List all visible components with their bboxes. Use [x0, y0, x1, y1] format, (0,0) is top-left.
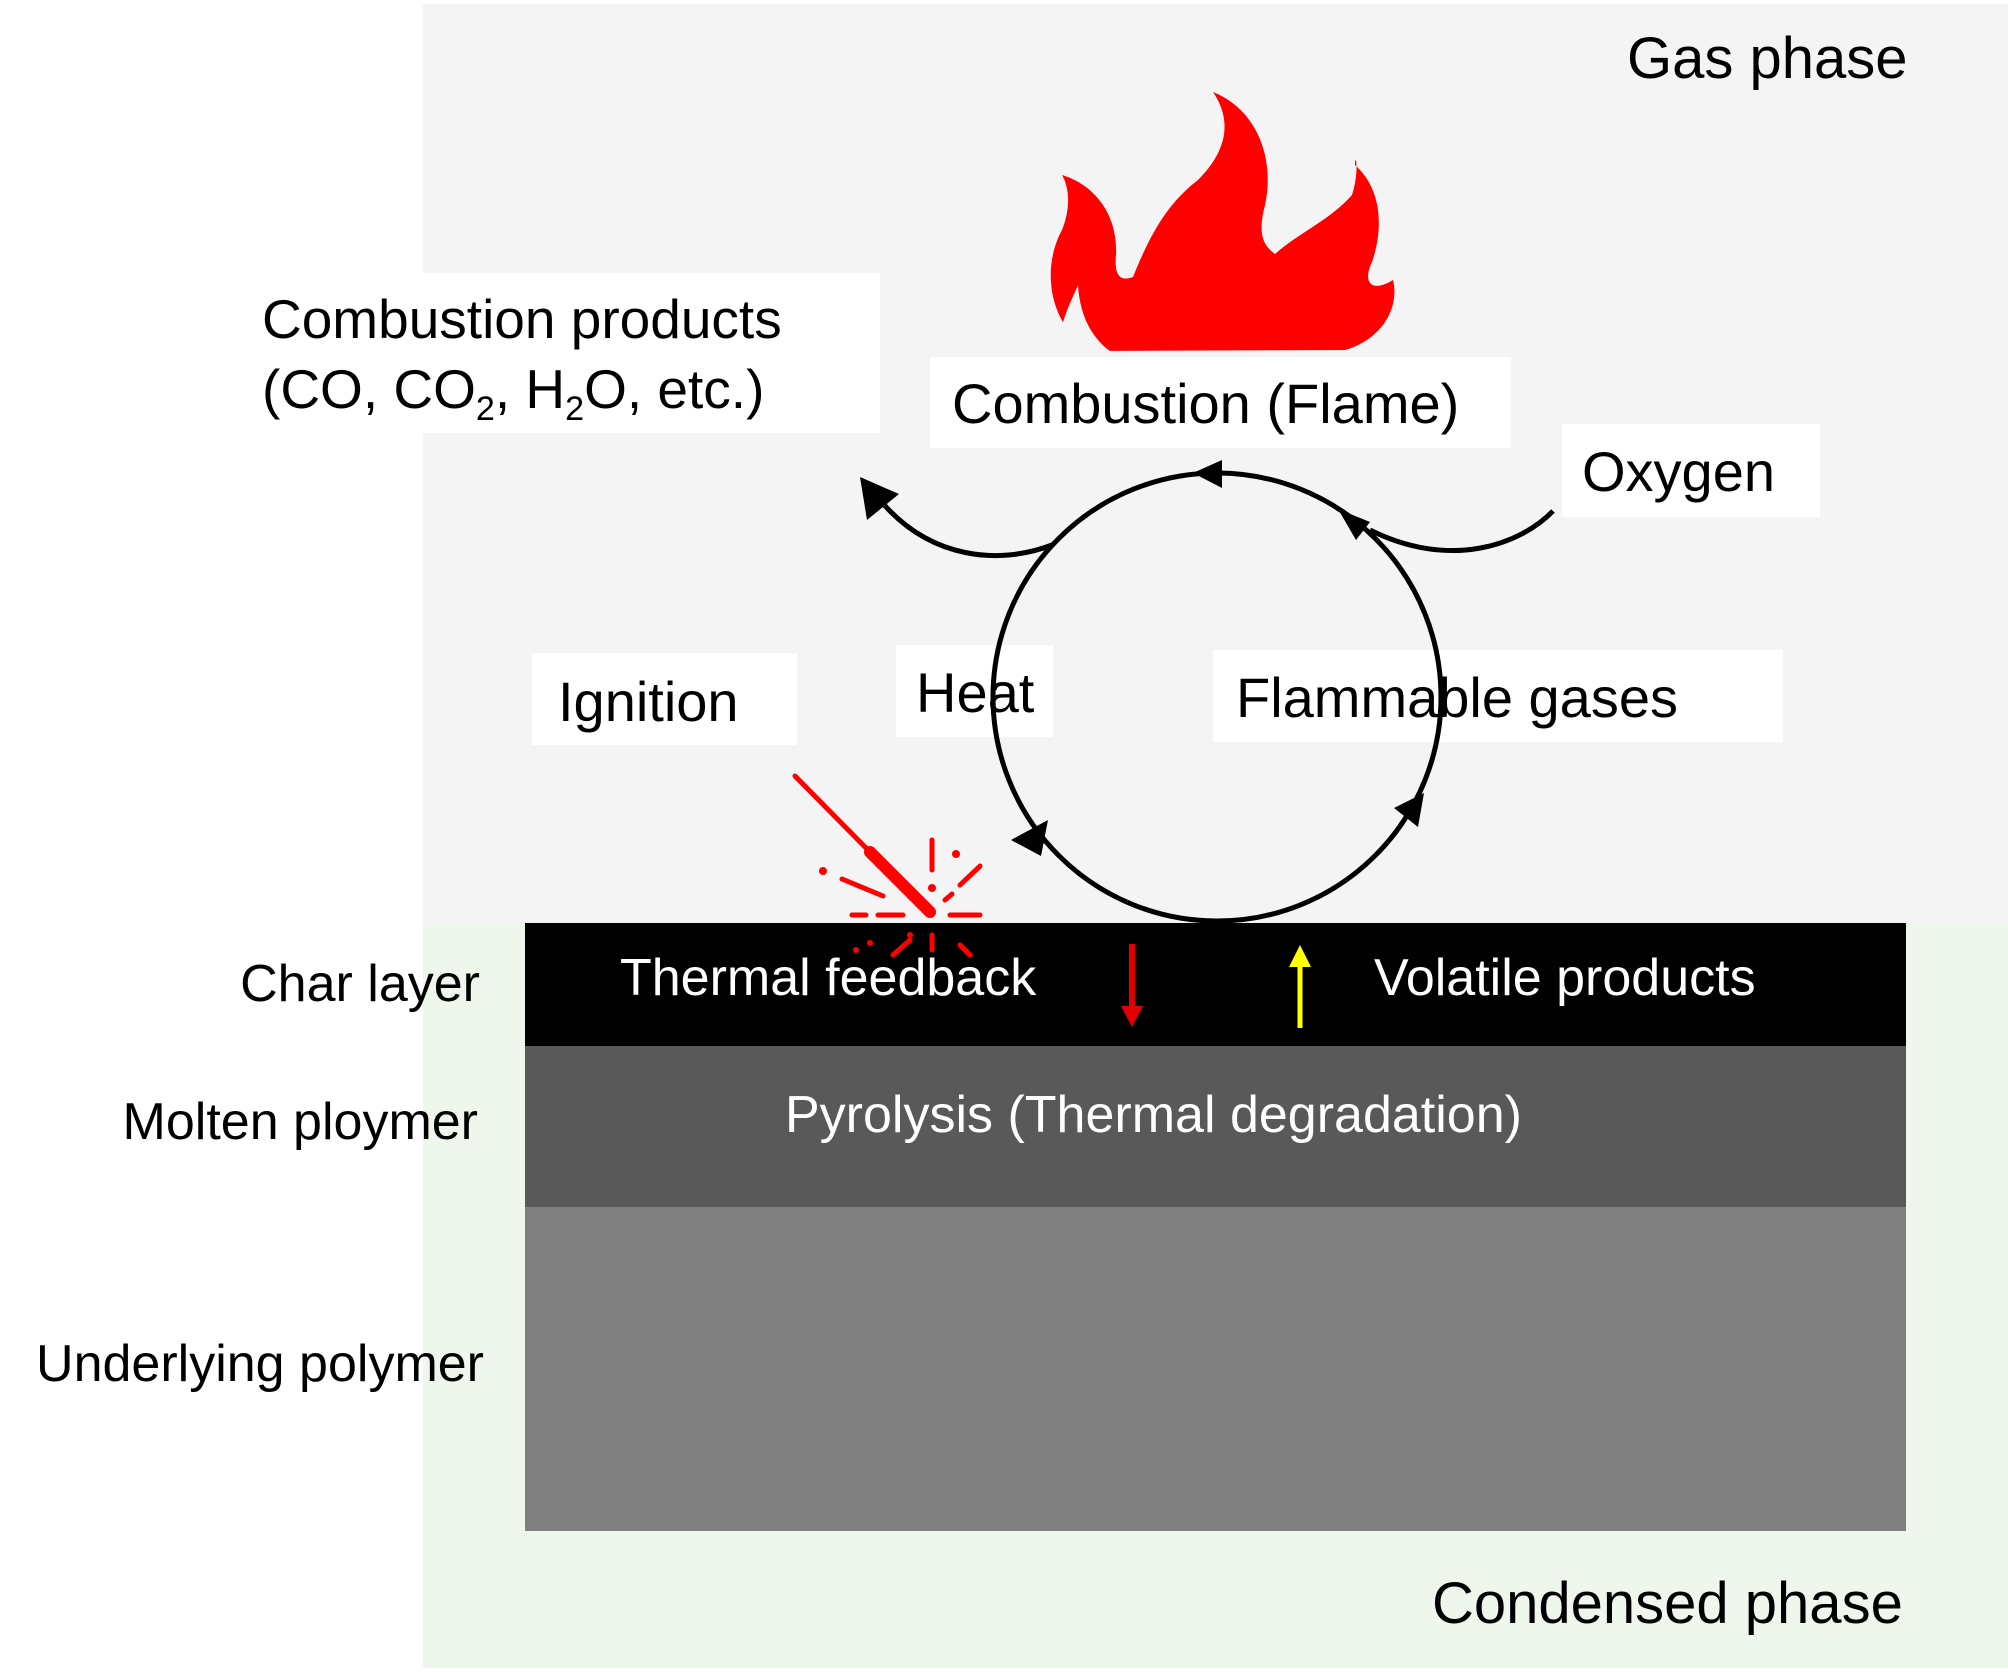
- ignition-spark-icon: [792, 773, 983, 958]
- formula-part: (CO, CO: [262, 358, 476, 420]
- gas-phase-label: Gas phase: [1627, 26, 1908, 91]
- molten-polymer-label: Molten ploymer: [122, 1093, 478, 1151]
- formula-part: , H: [494, 358, 566, 420]
- heat-label-box: [896, 645, 1053, 737]
- oxygen-label: Oxygen: [1582, 440, 1775, 503]
- combustion-products-box: [392, 273, 880, 433]
- cycle-circle: [990, 470, 1444, 924]
- underlying-polymer-layer: [525, 1207, 1906, 1531]
- thermal-feedback-label: Thermal feedback: [620, 949, 1037, 1007]
- flammable-gases-box: [1213, 650, 1783, 742]
- pyrolysis-label: Pyrolysis (Thermal degradation): [785, 1086, 1522, 1144]
- cycle-arrowheads: [1011, 460, 1424, 856]
- volatile-products-arrow-icon: [1289, 945, 1311, 1028]
- ignition-label: Ignition: [558, 670, 739, 733]
- ignition-label-box: [532, 653, 797, 745]
- arrowhead-top-right: [1338, 509, 1370, 540]
- molten-polymer-layer: [525, 1046, 1906, 1207]
- char-layer: [525, 923, 1906, 1046]
- arrowhead-top: [1193, 460, 1222, 488]
- subscript: 2: [475, 389, 495, 428]
- heat-label: Heat: [916, 661, 1035, 724]
- flame-icon: [1050, 92, 1395, 351]
- subscript: 2: [565, 389, 585, 428]
- thermal-feedback-arrow-icon: [1121, 944, 1143, 1027]
- oxygen-label-box: [1562, 424, 1820, 517]
- combustion-products-title: Combustion products: [262, 288, 782, 350]
- combustion-products-arrowhead: [860, 477, 899, 520]
- arrowhead-right-bottom: [1394, 793, 1424, 827]
- char-layer-label: Char layer: [240, 955, 480, 1013]
- underlying-polymer-label: Underlying polymer: [36, 1335, 484, 1393]
- combustion-products-formula: (CO, CO2, H2O, etc.): [262, 362, 764, 426]
- combustion-products-arrow: [878, 498, 1053, 559]
- combustion-label: Combustion (Flame): [952, 372, 1460, 435]
- condensed-phase-label: Condensed phase: [1432, 1571, 1903, 1636]
- combustion-label-box: [930, 357, 1511, 448]
- oxygen-arrow: [1368, 509, 1555, 553]
- formula-part: O, etc.): [584, 358, 765, 420]
- flammable-gases-label: Flammable gases: [1236, 666, 1678, 729]
- volatile-products-label: Volatile products: [1374, 949, 1756, 1007]
- arrowhead-left-bottom: [1011, 820, 1048, 856]
